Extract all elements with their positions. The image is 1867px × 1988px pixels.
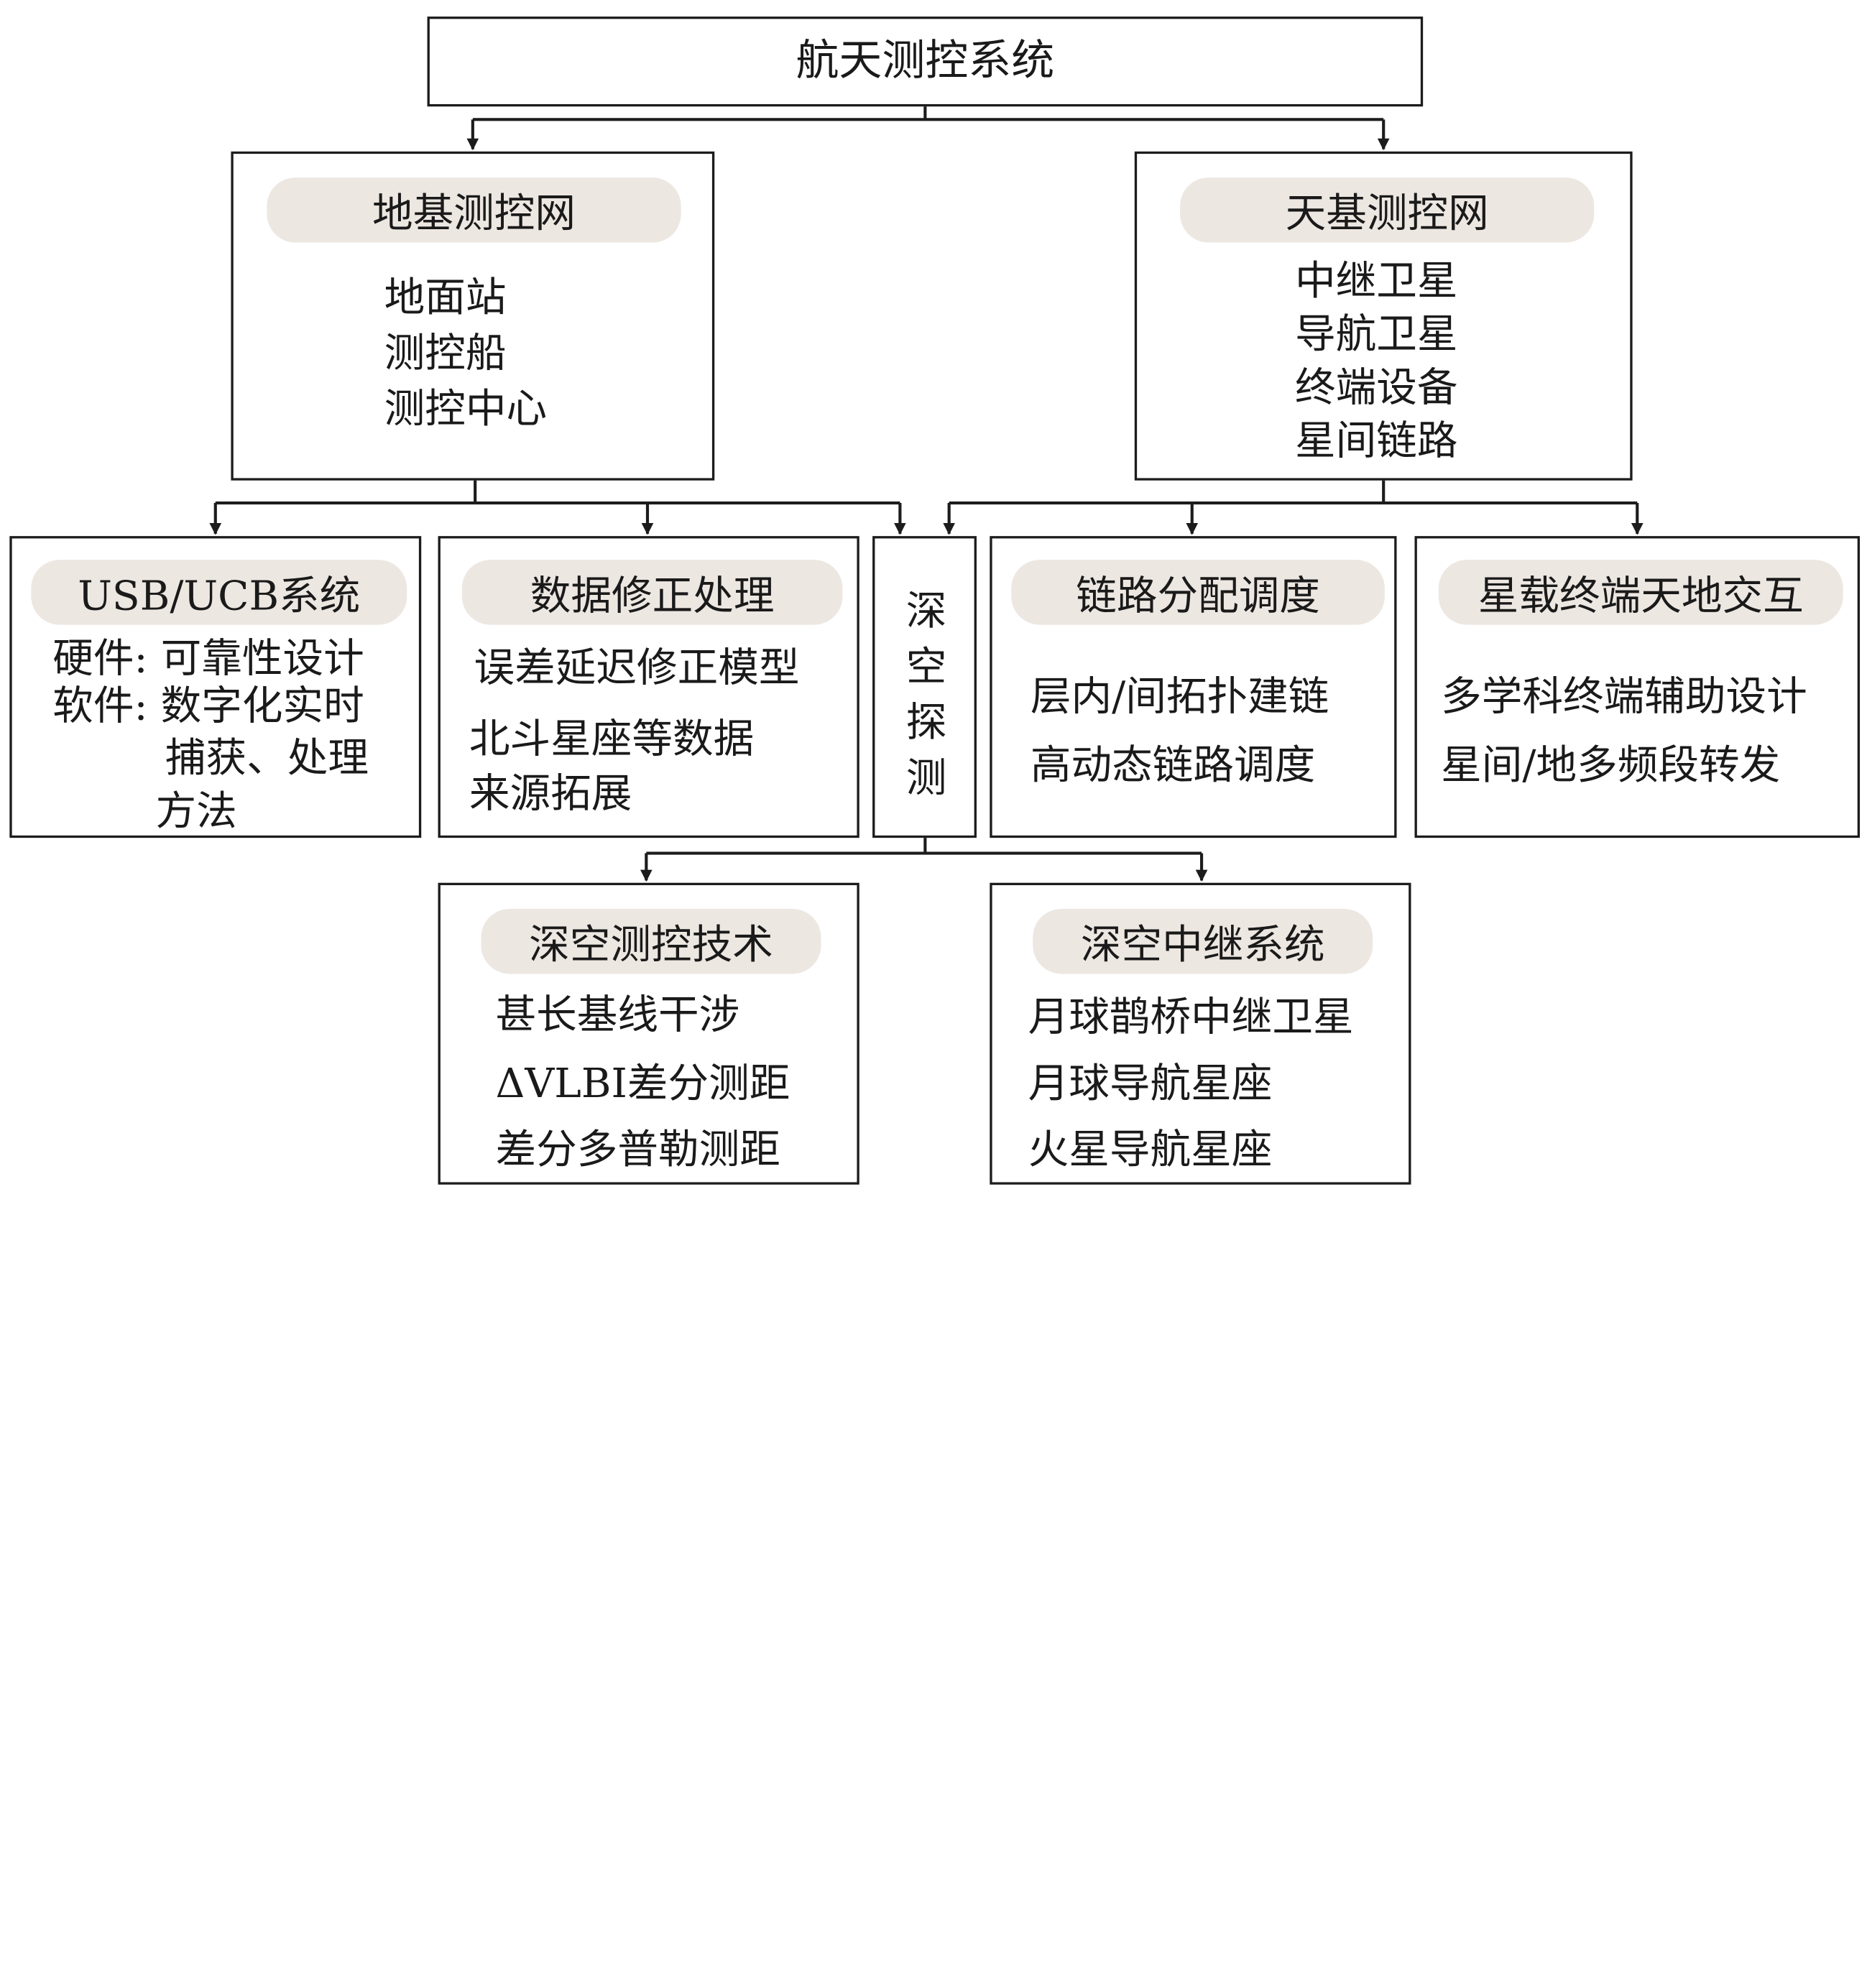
deep-space-ttc-line: 甚长基线干涉 (495, 991, 740, 1040)
deep-space-relay-line: 月球鹊桥中继卫星 (1028, 994, 1354, 1042)
deep-space-box: 深 空 探 测 (872, 536, 977, 838)
space-network-item: 终端设备 (1294, 364, 1458, 412)
deep-space-relay-line: 月球导航星座 (1028, 1060, 1273, 1108)
data-correction-line: 来源拓展 (469, 770, 632, 818)
link-allocation-title: 链路分配调度 (1011, 560, 1385, 625)
onboard-terminal-line: 星间/地多频段转发 (1441, 741, 1781, 790)
usb-system-line: 软件: 数字化实时 (52, 683, 364, 731)
deep-space-char: 测 (905, 754, 947, 803)
space-network-item: 中继卫星 (1294, 258, 1458, 305)
onboard-terminal-line: 多学科终端辅助设计 (1441, 673, 1807, 721)
usb-system-line: 硬件: 可靠性设计 (52, 635, 364, 683)
deep-space-relay-line: 火星导航星座 (1028, 1127, 1273, 1174)
ground-network-item: 测控中心 (384, 385, 548, 433)
space-network-title: 天基测控网 (1180, 177, 1595, 243)
data-correction-line: 北斗星座等数据 (469, 716, 755, 764)
usb-system-line: 捕获、处理 (165, 734, 369, 782)
onboard-terminal-box: 星载终端天地交互 多学科终端辅助设计 星间/地多频段转发 (1414, 536, 1861, 838)
link-allocation-line: 层内/间拓扑建链 (1030, 673, 1329, 721)
link-allocation-box: 链路分配调度 层内/间拓扑建链 高动态链路调度 (990, 536, 1397, 838)
data-correction-title: 数据修正处理 (461, 560, 843, 625)
root-box: 航天测控系统 (427, 17, 1424, 107)
ground-network-item: 测控船 (384, 330, 507, 378)
link-allocation-line: 高动态链路调度 (1030, 741, 1316, 790)
deep-space-ttc-title: 深空测控技术 (481, 908, 821, 974)
space-network-item: 导航卫星 (1294, 311, 1458, 359)
root-title: 航天测控系统 (796, 37, 1055, 85)
usb-system-box: USB/UCB系统 硬件: 可靠性设计 软件: 数字化实时 捕获、处理 方法 (9, 536, 422, 838)
space-network-item: 星间链路 (1294, 417, 1458, 466)
deep-space-relay-title: 深空中继系统 (1033, 908, 1373, 974)
ground-network-box: 地基测控网 地面站 测控船 测控中心 (231, 151, 715, 481)
usb-system-title: USB/UCB系统 (31, 560, 407, 625)
space-network-box: 天基测控网 中继卫星 导航卫星 终端设备 星间链路 (1134, 151, 1633, 481)
deep-space-char: 空 (905, 644, 947, 691)
connector-lines (209, 105, 1644, 882)
data-correction-box: 数据修正处理 误差延迟修正模型 北斗星座等数据 来源拓展 (438, 536, 859, 838)
deep-space-char: 探 (905, 699, 947, 747)
deep-space-char: 深 (905, 588, 947, 636)
deep-space-ttc-box: 深空测控技术 甚长基线干涉 ΔVLBI差分测距 差分多普勒测距 (438, 882, 859, 1185)
usb-system-line: 方法 (155, 787, 237, 836)
ground-network-title: 地基测控网 (267, 177, 681, 243)
deep-space-ttc-line: 差分多普勒测距 (495, 1127, 780, 1174)
deep-space-relay-box: 深空中继系统 月球鹊桥中继卫星 月球导航星座 火星导航星座 (990, 882, 1411, 1185)
data-correction-line: 误差延迟修正模型 (474, 644, 800, 693)
ground-network-item: 地面站 (384, 274, 507, 323)
deep-space-ttc-line: ΔVLBI差分测距 (495, 1060, 790, 1108)
onboard-terminal-title: 星载终端天地交互 (1438, 560, 1843, 625)
